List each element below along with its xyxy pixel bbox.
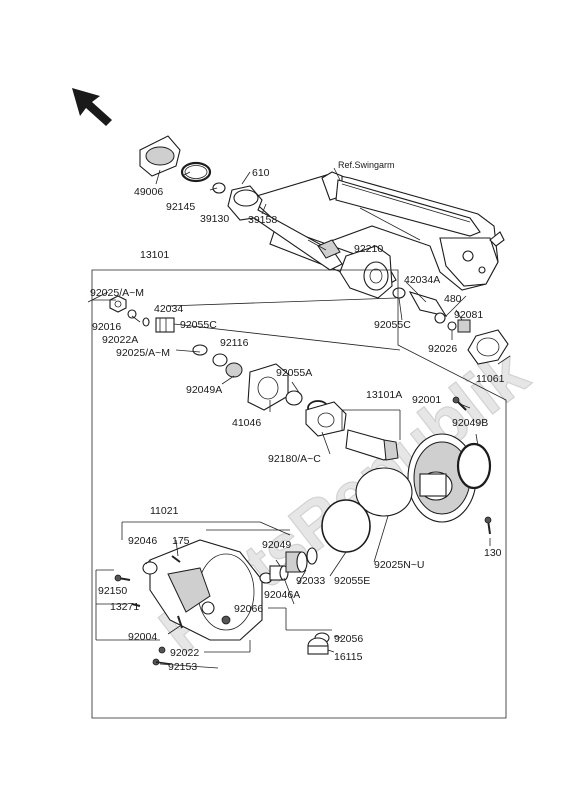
part-39130: 39130	[200, 213, 229, 225]
bolt-175	[171, 555, 181, 563]
seal-92046	[142, 561, 158, 575]
bolt-13271	[131, 603, 141, 607]
part-13271: 13271	[110, 601, 139, 613]
part-11061: 11061	[476, 373, 505, 385]
part-92025am-mid: 92025/A~M	[116, 347, 170, 359]
part-92026: 92026	[428, 343, 457, 355]
final-gear-case-11021	[149, 539, 263, 641]
shim-92025-top	[142, 317, 150, 327]
part-92180ac: 92180/A~C	[268, 453, 321, 465]
cover-11061	[467, 329, 509, 365]
oring-92055c-right	[392, 287, 406, 299]
washer-480	[434, 312, 446, 324]
part-41046: 41046	[232, 417, 261, 429]
part-13101a: 13101A	[366, 389, 402, 401]
part-92055e: 92055E	[334, 575, 370, 587]
part-92055c-top: 92055C	[180, 319, 217, 331]
part-92066: 92066	[234, 603, 263, 615]
part-92055a: 92055A	[276, 367, 312, 379]
part-92025am-top: 92025/A~M	[90, 287, 144, 299]
bolt-92153	[152, 658, 171, 666]
part-92016: 92016	[92, 321, 121, 333]
boot-49006	[139, 135, 181, 177]
part-480: 480	[444, 293, 462, 305]
part-92004: 92004	[128, 631, 157, 643]
part-92022: 92022	[170, 647, 199, 659]
part-92025nu: 92025N~U	[374, 559, 425, 571]
part-42034: 42034	[154, 303, 183, 315]
ref-swingarm-label: Ref.Swingarm	[338, 160, 395, 170]
ring-92033	[306, 547, 318, 565]
part-92145: 92145	[166, 201, 195, 213]
bolt-92004	[177, 615, 183, 629]
part-16115: 16115	[334, 651, 363, 663]
oring-92055e	[321, 499, 371, 553]
pinion-housing-drawing	[339, 245, 393, 299]
ring-39130	[212, 182, 226, 194]
part-42034a: 42034A	[404, 274, 440, 286]
bearing-92049	[269, 565, 289, 581]
part-39158: 39158	[248, 214, 277, 226]
assembly-13101-frame	[91, 269, 507, 719]
part-92001: 92001	[412, 394, 441, 406]
washer-92022	[158, 646, 166, 654]
front-direction-arrow-icon	[72, 88, 112, 126]
part-13101: 13101	[140, 249, 169, 261]
sleeve-42034a	[408, 291, 448, 317]
leader-lines	[87, 167, 511, 669]
bearing-92116	[212, 353, 228, 367]
part-92210: 92210	[354, 243, 383, 255]
bolt-92150	[114, 574, 131, 582]
part-92046: 92046	[128, 535, 157, 547]
part-175: 175	[172, 535, 190, 547]
part-92081: 92081	[454, 309, 483, 321]
bearing-42034	[155, 317, 175, 333]
bolt-92001	[452, 396, 467, 411]
part-11021: 11021	[150, 505, 179, 517]
cap-16115	[307, 637, 329, 655]
washer-92022a	[127, 309, 137, 319]
part-92055c-right: 92055C	[374, 319, 411, 331]
shim-92049b	[456, 442, 492, 490]
washer-92026	[447, 321, 457, 331]
gasket-92180	[305, 401, 347, 437]
oring-92055a	[285, 390, 303, 406]
part-49006: 49006	[134, 186, 163, 198]
part-92033: 92033	[296, 575, 325, 587]
part-92116: 92116	[220, 337, 249, 349]
part-92150: 92150	[98, 585, 127, 597]
pin-130	[484, 516, 492, 535]
part-92049b: 92049B	[452, 417, 488, 429]
part-130: 130	[484, 547, 502, 559]
part-92022a: 92022A	[102, 334, 138, 346]
part-610: 610	[252, 167, 270, 179]
pinion-gear-13101a	[345, 429, 399, 461]
spring-92081	[457, 319, 471, 333]
bearing-92046a	[285, 551, 308, 573]
seal-92055-mid	[225, 362, 243, 378]
part-92049a: 92049A	[186, 384, 222, 396]
part-92153: 92153	[168, 661, 197, 673]
clamp-92145	[180, 161, 212, 183]
oring-92049a	[192, 344, 208, 356]
part-92049: 92049	[262, 539, 291, 551]
drive-shaft-drawing	[227, 185, 343, 271]
gasket-92025nu	[355, 467, 413, 517]
part-92056: 92056	[334, 633, 363, 645]
part-92046a: 92046A	[264, 589, 300, 601]
